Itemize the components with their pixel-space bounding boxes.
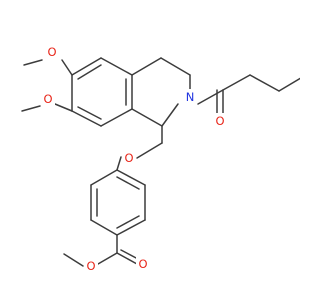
aromatic-ring-c bbox=[90, 169, 146, 236]
molecule-structure-diagram: O O N O O O O bbox=[21, 44, 300, 273]
atom-label-o-ester-carbonyl: O bbox=[136, 256, 150, 271]
methylene-ether-linker bbox=[116, 125, 163, 171]
atom-label-o-ether: O bbox=[122, 150, 136, 165]
svg-text:O: O bbox=[124, 151, 133, 165]
methyl-ester-group bbox=[63, 234, 139, 267]
methoxy-group-6 bbox=[23, 59, 73, 76]
svg-text:O: O bbox=[138, 257, 147, 271]
atom-label-n-ring: N bbox=[183, 89, 197, 104]
atom-label-o-ester-alkoxy: O bbox=[84, 258, 98, 273]
svg-text:O: O bbox=[86, 259, 95, 273]
svg-text:O: O bbox=[215, 114, 224, 128]
svg-text:O: O bbox=[47, 45, 56, 59]
atom-label-o-methoxy-7: O bbox=[41, 91, 55, 106]
methoxy-group-7 bbox=[21, 103, 73, 112]
aromatic-ring-a bbox=[71, 57, 133, 127]
pentanoyl-chain bbox=[197, 74, 300, 115]
svg-text:N: N bbox=[186, 90, 195, 104]
atom-label-o-amide: O bbox=[213, 113, 227, 128]
svg-text:O: O bbox=[43, 92, 52, 106]
atom-label-o-methoxy-6: O bbox=[45, 44, 59, 59]
saturated-ring-b bbox=[131, 57, 191, 127]
